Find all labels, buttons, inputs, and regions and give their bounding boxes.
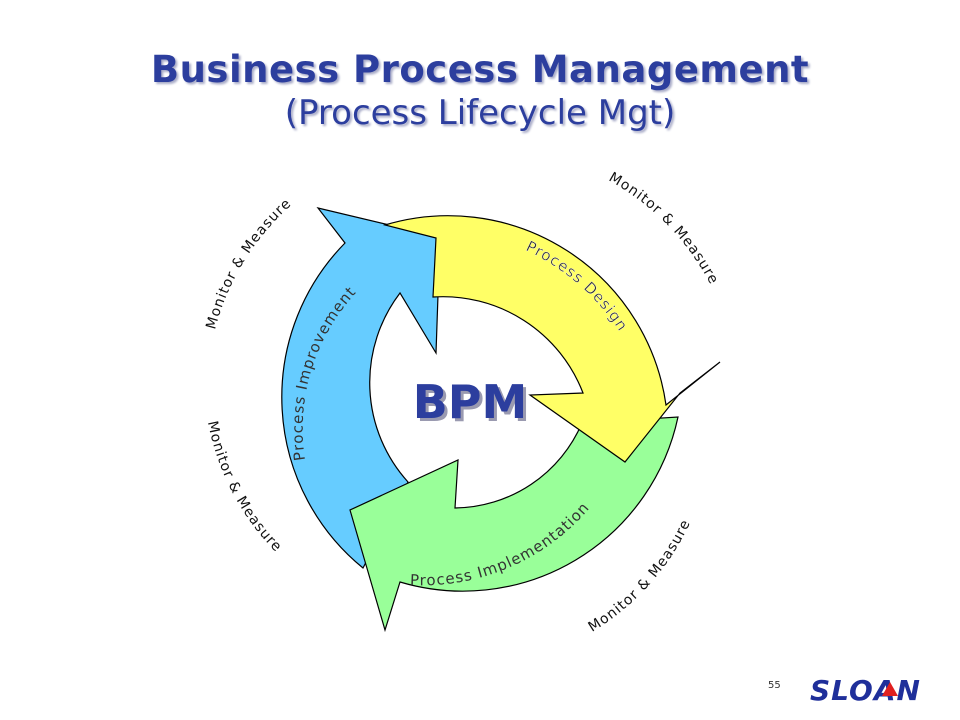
page-number: 55 (768, 680, 781, 691)
improvement-arrow (281, 207, 441, 569)
title-block: Business Process Management (Process Lif… (0, 48, 960, 134)
svg-text:SLOAN: SLOAN (810, 674, 921, 707)
center-label-shadow: BPM (416, 378, 531, 432)
implementation-arrow (349, 416, 679, 633)
monitor-label-bottom-left: Monitor & Measure (204, 419, 285, 555)
slide-title: Business Process Management (150, 48, 810, 91)
center-label: BPM (413, 375, 528, 429)
sloan-logo: SLOAN (810, 674, 921, 707)
monitor-label-top-right: Monitor & Measure (606, 170, 722, 288)
design-arrow (382, 215, 721, 463)
slide-subtitle: (Process Lifecycle Mgt) (284, 93, 676, 133)
monitor-label-top-left: Monitor & Measure (203, 195, 294, 331)
